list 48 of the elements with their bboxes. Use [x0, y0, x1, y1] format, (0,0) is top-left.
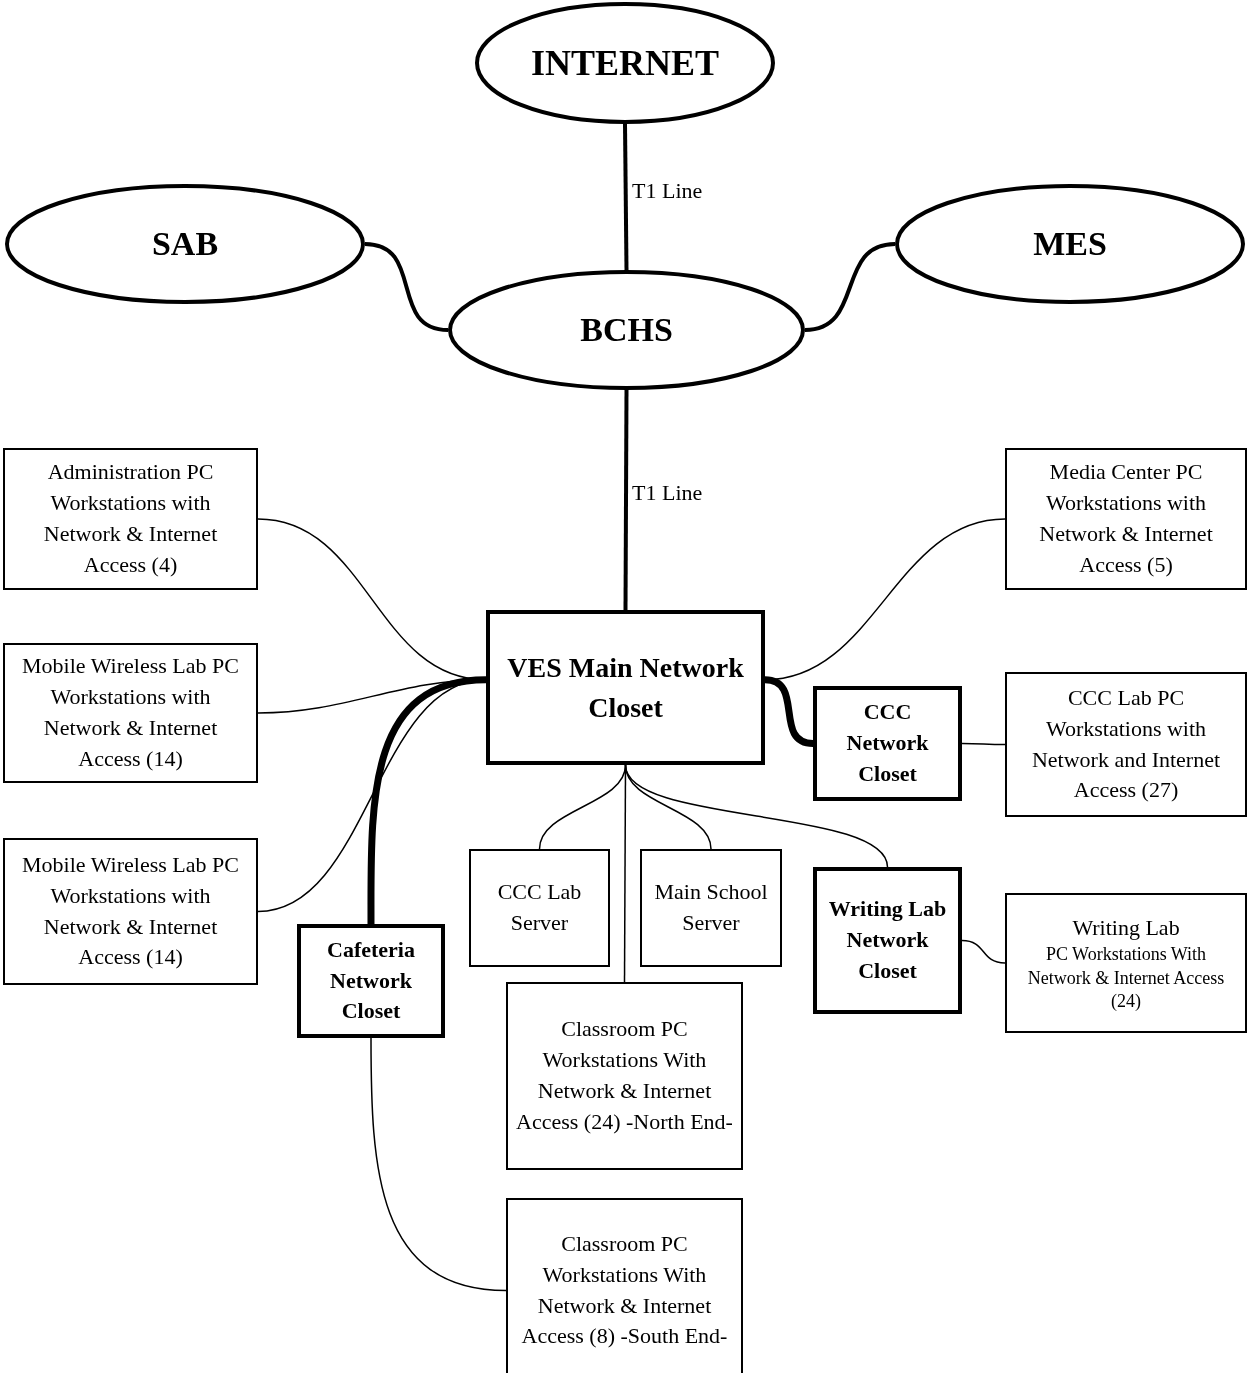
network-link	[624, 764, 889, 868]
site-ellipse	[895, 184, 1245, 304]
workstation-box	[469, 849, 610, 967]
node-label: MES	[1032, 224, 1108, 265]
node-label: Administration PC Workstations with Network & Internet Access (4)	[42, 458, 219, 579]
node-label: Mobile Wireless Lab PC Workstations with Network & Internet Access (14)	[21, 850, 240, 972]
node-label: CCC Lab PC Workstations with Network and Internet Access (27)	[1030, 683, 1222, 805]
network-link	[961, 939, 1006, 964]
network-link	[804, 242, 896, 332]
network-closet-box	[486, 610, 765, 765]
network-link	[367, 676, 487, 924]
node-label: Classroom PC Workstations With Network & Internet Access (24) -North End-	[515, 1015, 734, 1136]
workstation-box	[1005, 448, 1247, 590]
network-link	[364, 242, 449, 332]
network-closet-box	[813, 867, 962, 1014]
node-label: Cafeteria Network Closet	[326, 935, 416, 1026]
workstation-box	[506, 1198, 743, 1373]
workstation-box	[1005, 893, 1247, 1033]
node-label: Writing Lab	[1071, 913, 1181, 942]
site-ellipse	[475, 2, 775, 124]
network-link	[623, 123, 629, 271]
network-closet-box	[813, 686, 962, 801]
node-label: Mobile Wireless Lab PC Workstations with Network & Internet Access (14)	[21, 652, 240, 773]
node-label: VES Main Network Closet	[506, 651, 745, 725]
node-label: SAB	[150, 224, 220, 265]
network-link	[961, 742, 1006, 746]
workstation-box	[1005, 672, 1247, 817]
node-label: Media Center PC Workstations with Network & Internet Access (5)	[1038, 458, 1214, 579]
workstation-box	[506, 982, 743, 1170]
network-link	[623, 390, 629, 610]
workstation-box	[3, 448, 258, 590]
node-label: Main School Server	[653, 878, 769, 937]
workstation-box	[3, 643, 258, 783]
network-link	[538, 764, 627, 850]
network-link	[370, 1037, 507, 1292]
workstation-box	[3, 838, 258, 985]
node-label: PC Workstations With Network & Internet Access (24)	[1026, 943, 1226, 1014]
node-label: CCC Network Closet	[845, 698, 930, 788]
node-label: INTERNET	[529, 41, 721, 85]
node-label: BCHS	[579, 310, 674, 351]
node-label: Classroom PC Workstations With Network & Internet Access (8) -South End-	[520, 1229, 729, 1351]
node-label: CCC Lab Server	[496, 878, 583, 937]
site-ellipse	[448, 270, 805, 390]
network-link	[764, 676, 814, 747]
network-closet-box	[297, 924, 445, 1038]
site-ellipse	[5, 184, 365, 304]
workstation-box	[640, 849, 782, 967]
node-label: Writing Lab Network Closet	[827, 895, 948, 985]
